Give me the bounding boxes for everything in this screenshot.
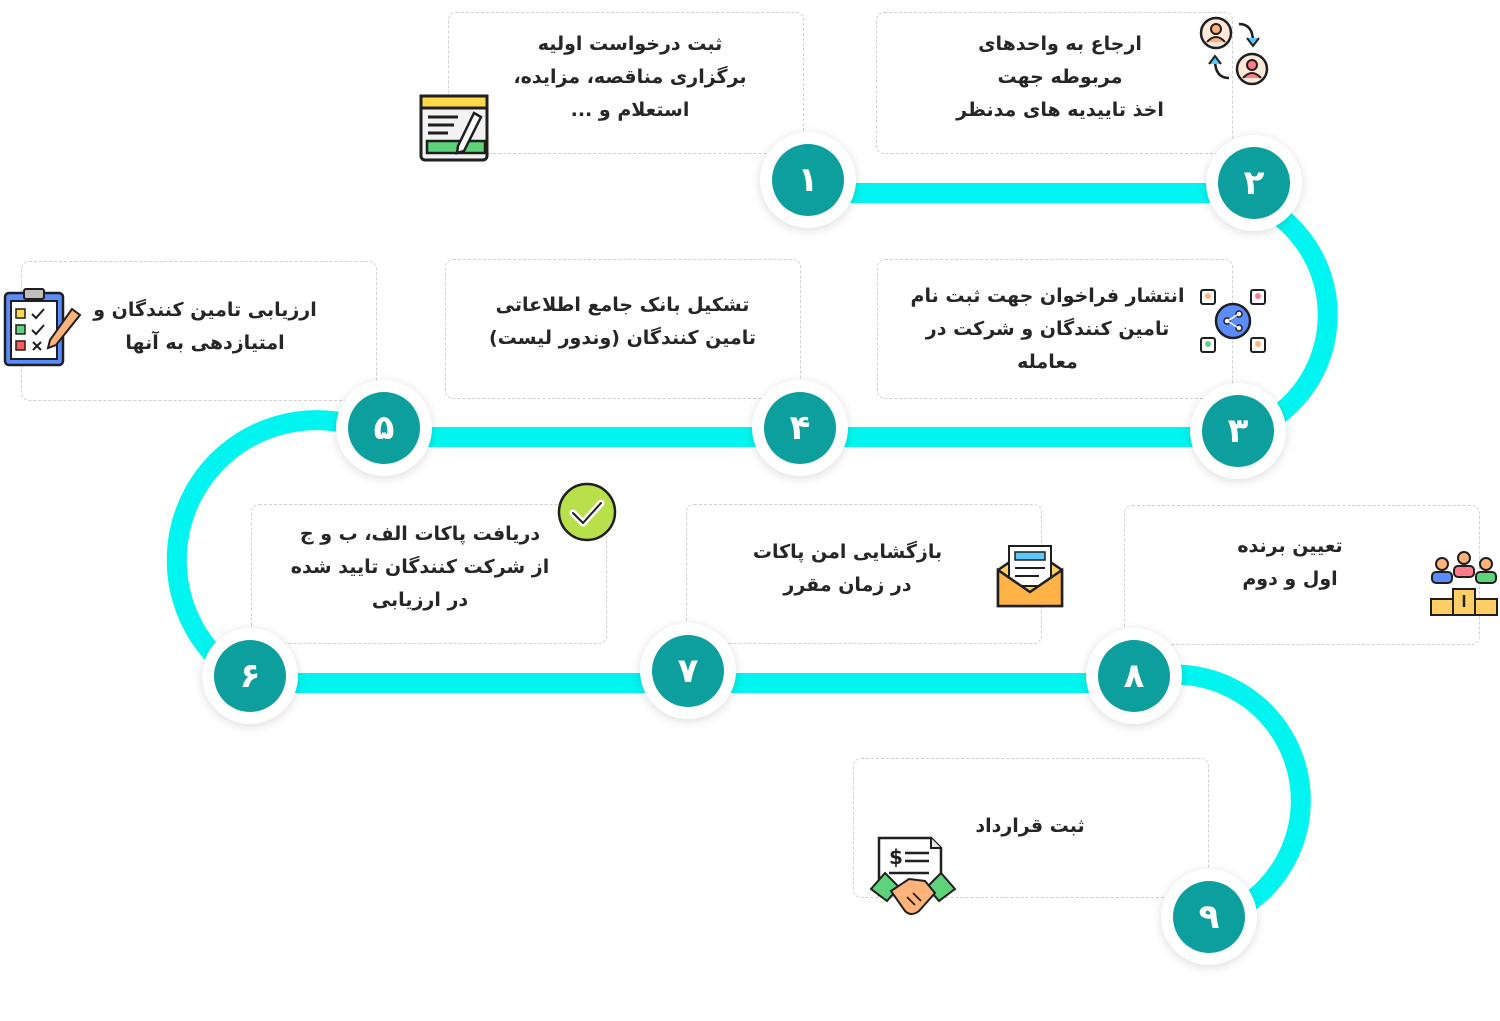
step-4-text: تشکیل بانک جامع اطلاعاتی تامین کنندگان (…	[488, 294, 757, 349]
step-3-text: انتشار فراخوان جهت ثبت نام تامین کنندگان…	[910, 285, 1185, 373]
envelope-icon	[996, 545, 1064, 608]
step-1-text: ثبت درخواست اولیه برگزاری مناقصه، مزایده…	[513, 33, 747, 121]
contract-handshake-icon: $	[869, 836, 957, 915]
svg-text:$: $	[889, 845, 903, 869]
step-1-badge: ۱	[760, 132, 856, 228]
form-edit-icon	[419, 94, 489, 162]
network-share-icon	[1200, 289, 1266, 353]
podium-icon	[1430, 551, 1498, 616]
step-2-badge: ۲	[1206, 135, 1302, 231]
step-7-card	[686, 504, 1042, 644]
step-4-badge: ۴	[752, 380, 848, 476]
step-5-card	[21, 261, 377, 401]
checklist-icon	[3, 288, 82, 367]
step-6-text: دریافت پاکات الف، ب و ج از شرکت کنندگان …	[290, 523, 550, 611]
check-circle-icon	[557, 482, 617, 542]
step-4-card	[445, 259, 801, 399]
step-8-card	[1124, 505, 1480, 645]
step-7-badge: ۷	[640, 623, 736, 719]
step-6-card	[251, 504, 607, 644]
step-8-text: تعیین برنده اول و دوم	[1237, 535, 1343, 590]
step-6-badge: ۶	[202, 628, 298, 724]
step-2-card	[876, 12, 1233, 154]
step-3-card	[877, 259, 1233, 399]
step-5-badge: ۵	[336, 380, 432, 476]
step-9-text: ثبت قرارداد	[975, 815, 1085, 837]
step-7-text: بازگشایی امن پاکات در زمان مقرر	[752, 541, 943, 596]
user-exchange-icon	[1199, 16, 1269, 86]
step-9-badge: ۹	[1161, 869, 1257, 965]
step-8-badge: ۸	[1086, 628, 1182, 724]
step-2-text: ارجاع به واحدهای مربوطه جهت اخذ تاییدیه …	[956, 33, 1164, 121]
step-1-card	[448, 12, 804, 154]
step-3-badge: ۳	[1190, 383, 1286, 479]
step-5-text: ارزیابی تامین کنندگان و امتیازدهی به آنه…	[93, 299, 317, 354]
